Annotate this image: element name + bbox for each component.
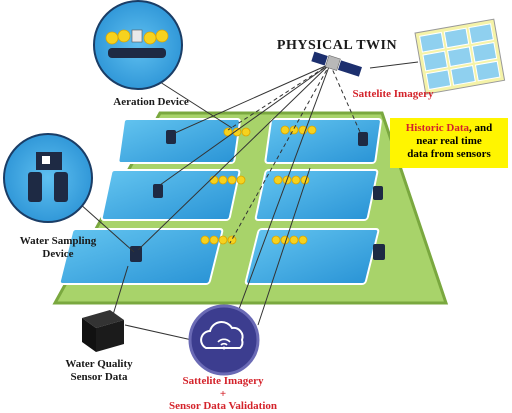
satellite-imagery-label: Sattelite Imagery <box>352 88 434 100</box>
satellite-icon <box>311 51 362 77</box>
water-sampling-device-label: Water Sampling Device <box>8 235 108 260</box>
callout-links <box>69 81 233 341</box>
water-quality-label-line2: Sensor Data <box>70 370 128 383</box>
historic-box-line3: data from sensors <box>407 148 491 161</box>
water-sampling-device-label-line2: Device <box>42 247 74 260</box>
pond-1 <box>117 118 241 164</box>
aerator-markers <box>200 125 317 245</box>
satellite-links <box>137 63 361 329</box>
sampling-device-markers <box>130 130 385 262</box>
water-quality-label-line1: Water Quality <box>65 358 133 370</box>
historic-data-highlight: Historic Data <box>405 122 469 134</box>
satellite-imagery-thumbnail <box>414 18 506 95</box>
water-sampling-callout <box>3 133 93 223</box>
thumbnail-link <box>369 61 419 69</box>
cloud-label-line3: Sensor Data Validation <box>169 400 277 413</box>
page-title: PHYSICAL TWIN <box>276 38 398 53</box>
pond-4 <box>254 169 379 221</box>
aeration-device-label: Aeration Device <box>113 96 189 108</box>
cloud-validation-label: Sattelite Imagery + Sensor Data Validati… <box>148 375 298 413</box>
water-sampling-device-label-line1: Water Sampling <box>19 235 97 247</box>
historic-box-line2: near real time <box>416 135 482 148</box>
cloud-validation-icon <box>188 304 260 376</box>
historic-box-line1-rest: , and <box>468 122 493 134</box>
aeration-device-callout <box>93 0 183 90</box>
cloud-label-line1: Sattelite Imagery <box>182 375 264 387</box>
pond-3 <box>100 169 241 221</box>
water-quality-sensor-icon <box>82 310 124 352</box>
water-quality-sensor-label: Water Quality Sensor Data <box>44 358 154 383</box>
cloud-label-line2: + <box>219 387 227 400</box>
historic-data-box: Historic Data, and near real time data f… <box>390 118 508 168</box>
historic-box-line1: Historic Data, and <box>390 122 508 135</box>
